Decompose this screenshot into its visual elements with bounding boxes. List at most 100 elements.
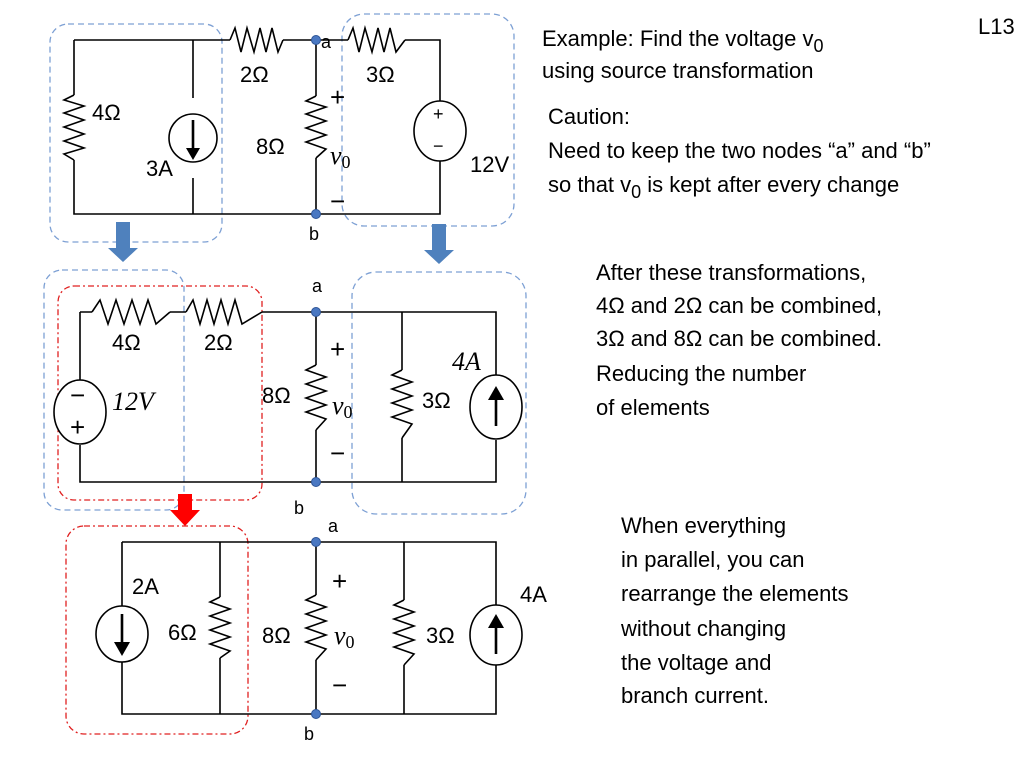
note-line-4: without changing	[620, 616, 786, 641]
circuit-3: 2A 6Ω 8Ω 3Ω 4A a b + − v0	[65, 516, 547, 744]
circuit1-label-node-b: b	[309, 224, 319, 244]
note-line-5: the voltage and	[621, 650, 771, 675]
caution-line2-post: is kept after every change	[641, 172, 899, 197]
down-arrowhead-icon	[186, 148, 200, 160]
circuit2-label-2ohm: 2Ω	[204, 330, 233, 355]
circuit2-node-a	[311, 307, 321, 317]
circuit1-right-group-box	[341, 13, 515, 227]
svg-text:−: −	[433, 136, 444, 156]
circuit2-v0-subscript: 0	[344, 402, 353, 422]
svg-text:+: +	[433, 104, 444, 124]
circuit1-label-8ohm: 8Ω	[256, 134, 285, 159]
circuit3-label-6ohm: 6Ω	[168, 620, 197, 645]
down-arrowhead-icon	[114, 642, 130, 656]
caution-line2-subscript: 0	[631, 182, 641, 202]
svg-text:v0: v0	[330, 141, 351, 172]
circuit1-resistor-2ohm	[229, 24, 284, 56]
circuit1-node-b	[311, 209, 321, 219]
svg-text:v0: v0	[332, 391, 353, 422]
circuit2-minus-sign: −	[330, 438, 345, 468]
circuit2-red-combine-box	[57, 285, 263, 501]
after-line-1: After these transformations,	[596, 260, 866, 285]
circuit2-node-b	[311, 477, 321, 487]
circuit2-resistor-4ohm	[91, 297, 171, 327]
example-line1: Example: Find the voltage v	[542, 26, 813, 51]
example-line2: using source transformation	[542, 58, 813, 83]
after-line-2: 4Ω and 2Ω can be combined,	[596, 293, 882, 318]
circuit3-resistor-3ohm	[391, 599, 417, 666]
circuit2-label-12V: 12V	[112, 387, 157, 416]
circuit3-label-4A: 4A	[520, 582, 547, 607]
circuit3-resistor-8ohm	[303, 594, 329, 661]
svg-text:so that v0 is kept after ever: so that v0 is kept after every change	[548, 172, 899, 202]
after-line-4: Reducing the number	[596, 361, 806, 386]
circuit1-resistor-3ohm	[347, 24, 406, 56]
note-line-6: branch current.	[621, 683, 769, 708]
circuit1-label-2ohm: 2Ω	[240, 62, 269, 87]
circuit1-label-3A: 3A	[146, 156, 173, 181]
svg-text:+: +	[70, 412, 85, 442]
circuit3-node-a	[311, 537, 321, 547]
circuit2-resistor-8ohm	[303, 364, 329, 431]
circuit1-node-a	[311, 35, 321, 45]
circuit2-resistor-2ohm	[185, 297, 263, 327]
parallel-note-text: When everything in parallel, you can rea…	[620, 513, 848, 708]
circuit1-label-3ohm: 3Ω	[366, 62, 395, 87]
circuit2-label-4A: 4A	[452, 347, 481, 376]
circuit3-node-b	[311, 709, 321, 719]
transform-arrow-right-icon	[424, 224, 454, 264]
circuit1-v0-subscript: 0	[342, 152, 351, 172]
up-arrowhead-icon	[488, 614, 504, 628]
example-line1-subscript: 0	[813, 36, 823, 56]
circuit1-left-group-box	[49, 23, 223, 243]
circuit3-minus-sign: −	[332, 670, 347, 700]
note-line-2: in parallel, you can	[621, 547, 804, 572]
circuit3-red-group-box	[65, 525, 249, 735]
circuit2-label-node-b: b	[294, 498, 304, 518]
circuit2-label-3ohm: 3Ω	[422, 388, 451, 413]
up-arrowhead-icon	[488, 386, 504, 400]
circuit2-left-group-box	[43, 269, 185, 511]
circuit-1: + − 4Ω 2Ω 3Ω 8Ω 3A 12V a b + − v0	[49, 13, 515, 244]
note-line-1: When everything	[621, 513, 786, 538]
example-text: Example: Find the voltage v0 using sourc…	[542, 26, 824, 83]
caution-line2-pre: so that v	[548, 172, 631, 197]
circuit1-label-4ohm: 4Ω	[92, 100, 121, 125]
slide-number: L13	[978, 14, 1015, 39]
transform-arrow-red-icon	[170, 494, 200, 526]
circuit1-plus-sign: +	[330, 82, 345, 112]
circuit2-label-node-a: a	[312, 276, 323, 296]
circuit3-label-3ohm: 3Ω	[426, 623, 455, 648]
circuit3-v0-label: v	[334, 621, 346, 650]
circuit3-plus-sign: +	[332, 566, 347, 596]
transform-arrow-left-icon	[108, 222, 138, 262]
note-line-3: rearrange the elements	[621, 581, 848, 606]
circuit3-label-2A: 2A	[132, 574, 159, 599]
after-transform-text: After these transformations, 4Ω and 2Ω c…	[596, 260, 882, 420]
circuit1-label-node-a: a	[321, 32, 332, 52]
circuit1-label-12V: 12V	[470, 152, 509, 177]
circuit3-label-8ohm: 8Ω	[262, 623, 291, 648]
caution-title: Caution:	[548, 104, 630, 129]
circuit2-right-group-box	[351, 271, 527, 515]
after-line-3: 3Ω and 8Ω can be combined.	[596, 326, 882, 351]
svg-text:−: −	[70, 380, 85, 410]
circuit1-resistor-4ohm	[61, 94, 87, 161]
caution-text: Caution: Need to keep the two nodes “a” …	[548, 104, 931, 202]
circuit2-plus-sign: +	[330, 334, 345, 364]
circuit1-resistor-8ohm	[303, 95, 329, 159]
svg-text:Example: Find the voltage v0: Example: Find the voltage v0	[542, 26, 824, 56]
circuit2-resistor-3ohm	[389, 369, 415, 439]
circuit3-label-node-b: b	[304, 724, 314, 744]
circuit1-minus-sign: −	[330, 186, 345, 216]
svg-text:v0: v0	[334, 621, 355, 652]
circuit3-resistor-6ohm	[207, 596, 233, 659]
circuit-2: − + 4Ω 2Ω 8Ω 3Ω 12V 4A a b + − v0	[43, 269, 527, 518]
circuit3-v0-subscript: 0	[346, 632, 355, 652]
caution-line1: Need to keep the two nodes “a” and “b”	[548, 138, 931, 163]
after-line-5: of elements	[596, 395, 710, 420]
circuit1-v0-label: v	[330, 141, 342, 170]
circuit2-label-8ohm: 8Ω	[262, 383, 291, 408]
circuit3-label-node-a: a	[328, 516, 339, 536]
